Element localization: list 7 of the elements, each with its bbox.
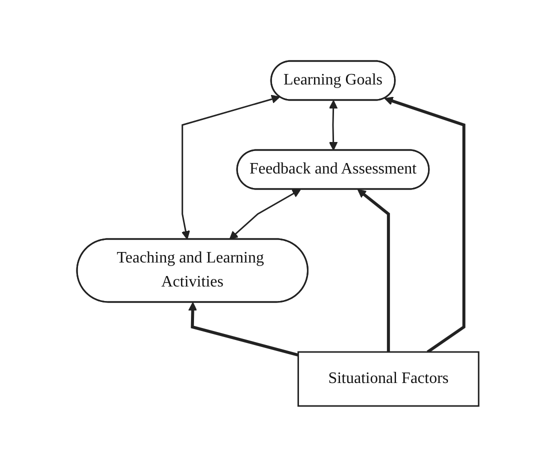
arrow	[229, 189, 302, 240]
arrow	[384, 96, 466, 354]
arrow	[188, 302, 299, 357]
arrow	[329, 100, 338, 150]
arrow	[358, 189, 390, 352]
node-box: Situational Factors	[298, 351, 480, 407]
arrow	[182, 94, 280, 240]
